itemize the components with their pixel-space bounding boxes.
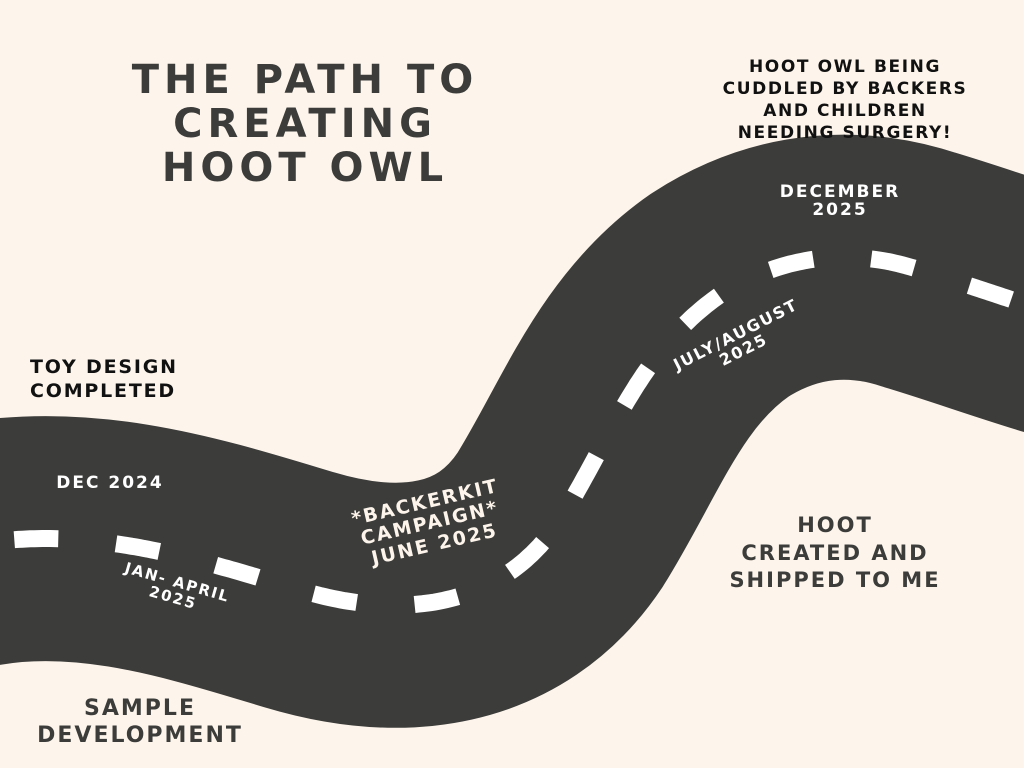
road-dash	[13, 530, 59, 549]
road-center-dashes	[13, 250, 1014, 613]
road-dash	[413, 588, 461, 613]
road-dash	[505, 537, 550, 579]
road-dash	[870, 250, 917, 277]
road-dash	[114, 535, 162, 560]
road-dash	[213, 557, 261, 586]
milestone-december-2025-description: Hoot Owl being cuddled by backers and ch…	[722, 57, 968, 144]
road-dash	[567, 452, 604, 499]
road-dash	[767, 250, 815, 278]
road-dash	[617, 363, 656, 410]
milestone-jan-april-2025-description: Sample development	[37, 696, 243, 749]
milestone-december-2025-date: December 2025	[779, 182, 901, 221]
milestone-dec-2024-description: Toy design completed	[30, 356, 178, 403]
road-dash	[679, 288, 724, 331]
milestone-july-august-2025-description: Hoot created and shipped to me	[729, 513, 941, 593]
milestone-dec-2024-date: Dec 2024	[56, 473, 164, 493]
road-dash	[311, 585, 358, 611]
road-dash	[966, 277, 1014, 308]
page-title: The path to creating Hoot Owl	[131, 57, 479, 191]
